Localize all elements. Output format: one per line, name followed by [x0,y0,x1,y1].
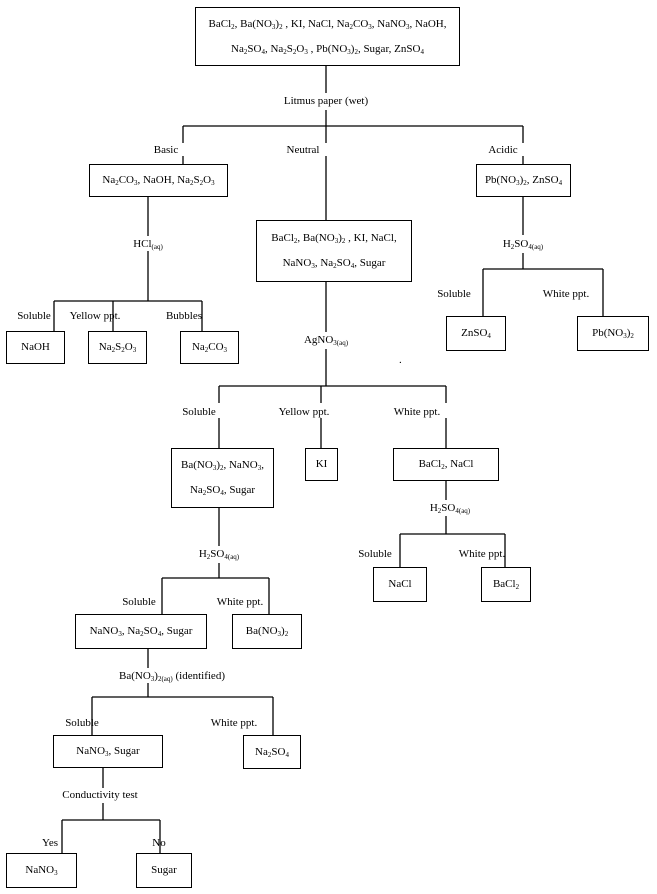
soluble-group-box: Ba(NO3)2, NaNO3, Na2SO4, Sugar [171,448,274,508]
conductivity-test-label: Conductivity test [62,789,138,801]
sugar-box: Sugar [136,853,192,888]
left-soluble-label: Soluble [122,596,156,608]
right-white-ppt-label: White ppt. [458,548,506,560]
nano3-sugar-box: NaNO3, Sugar [53,735,163,768]
na2co3-box: Na2CO3 [180,331,239,364]
acidic-compounds-box: Pb(NO3)2, ZnSO4 [476,164,571,197]
pbno32-box: Pb(NO3)2 [577,316,649,351]
hcl-yellow-ppt-label: Yellow ppt. [69,310,121,322]
root-compounds-box: BaCl2, Ba(NO3)2 , KI, NaCl, Na2CO3, NaNO… [195,7,460,66]
ba-white-ppt-label: White ppt. [210,717,258,729]
agno3-yellow-ppt-label: Yellow ppt. [278,406,330,418]
agno3-white-ppt-label: White ppt. [393,406,441,418]
znso4-box: ZnSO4 [446,316,506,351]
right-h2so4-label: H2SO4(aq) [429,502,471,515]
na2s2o3-box: Na2S2O3 [88,331,147,364]
conductivity-yes-label: Yes [41,837,59,849]
acid-h2so4-label: H2SO4(aq) [502,238,544,251]
root-line-1: BaCl2, Ba(NO3)2 , KI, NaCl, Na2CO3, NaNO… [208,17,447,31]
agno3-reagent-label: AgNO3(aq) [303,334,349,347]
acid-soluble-label: Soluble [437,288,471,300]
basic-label: Basic [153,144,179,156]
basic-compounds-box: Na2CO3, NaOH, Na2S2O3 [89,164,228,197]
bano3-reagent-label: Ba(NO3)2(aq) (identified) [119,670,225,683]
acidic-label: Acidic [488,144,518,156]
hcl-soluble-label: Soluble [17,310,51,322]
left-soluble-box: NaNO3, Na2SO4, Sugar [75,614,207,649]
left-h2so4-label: H2SO4(aq) [198,548,240,561]
ba-soluble-label: Soluble [65,717,99,729]
neutral-label: Neutral [286,144,320,156]
conductivity-no-label: No [152,837,166,849]
bano32-box: Ba(NO3)2 [232,614,302,649]
nacl-box: NaCl [373,567,427,602]
acid-white-ppt-label: White ppt. [542,288,590,300]
agno3-soluble-label: Soluble [182,406,216,418]
bacl2-box: BaCl2 [481,567,531,602]
hcl-reagent-label: HCl(aq) [133,238,163,251]
hcl-bubbles-label: Bubbles [165,310,203,322]
na2so4-box: Na2SO4 [243,735,301,769]
nano3-box: NaNO3 [6,853,77,888]
right-soluble-label: Soluble [358,548,392,560]
litmus-test-label: Litmus paper (wet) [283,95,369,107]
ki-box: KI [305,448,338,481]
naoh-box: NaOH [6,331,65,364]
stray-dot: . [399,354,402,366]
neutral-compounds-box: BaCl2, Ba(NO3)2 , KI, NaCl, NaNO3, Na2SO… [256,220,412,282]
left-white-ppt-label: White ppt. [216,596,264,608]
white-ppt-group-box: BaCl2, NaCl [393,448,499,481]
root-line-2: Na2SO4, Na2S2O3 , Pb(NO3)2, Sugar, ZnSO4 [231,42,424,56]
